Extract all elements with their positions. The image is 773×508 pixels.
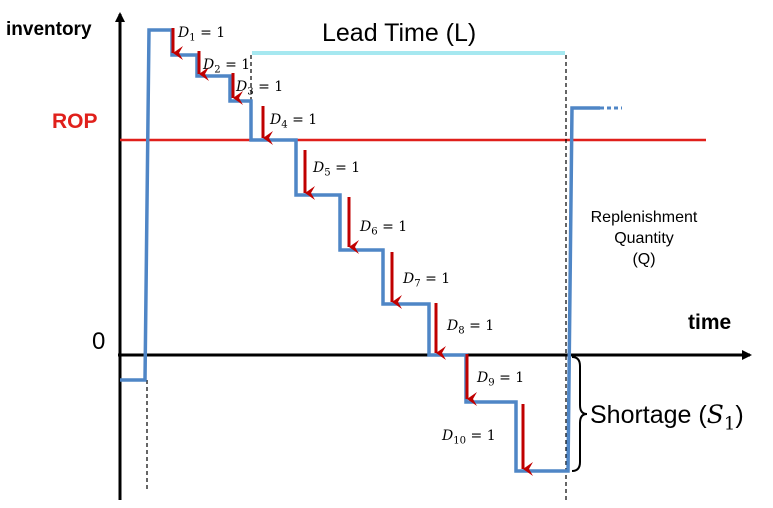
demand-sub: 8	[458, 325, 465, 337]
demand-sub: 4	[281, 119, 288, 131]
shortage-brace	[571, 356, 588, 472]
demand-eq: = 1	[195, 25, 226, 41]
demand-eq: = 1	[253, 79, 284, 95]
inventory-line	[120, 28, 600, 473]
demand-var: D	[203, 57, 215, 73]
demand-var: D	[313, 160, 325, 176]
demand-var: D	[477, 370, 489, 386]
demand-sub: 1	[189, 32, 196, 44]
replenishment-label: Replenishment Quantity (Q)	[576, 207, 712, 270]
demand-sub: 6	[371, 226, 378, 238]
shortage-subscript: 1	[723, 413, 736, 435]
demand-label-1: D1 = 1	[178, 25, 225, 44]
x-axis-label: time	[688, 311, 732, 334]
demand-sub: 5	[324, 167, 331, 179]
replenishment-line-2: Quantity	[614, 230, 674, 247]
demand-label-9: D9 = 1	[477, 370, 524, 389]
demand-label-7: D7 = 1	[403, 271, 450, 290]
demand-sub: 10	[453, 435, 467, 447]
demand-arrows	[171, 28, 533, 476]
demand-label-3: D3 = 1	[236, 79, 283, 98]
demand-var: D	[236, 79, 248, 95]
demand-eq: = 1	[377, 219, 408, 235]
demand-var: D	[403, 271, 415, 287]
demand-eq: = 1	[420, 271, 451, 287]
demand-label-8: D8 = 1	[447, 318, 494, 337]
demand-eq: = 1	[287, 112, 318, 128]
demand-sub: 3	[247, 86, 254, 98]
demand-var: D	[360, 219, 372, 235]
lead-time-label: Lead Time (L)	[322, 19, 477, 47]
zero-label: 0	[92, 328, 106, 355]
demand-var: D	[447, 318, 459, 334]
demand-sub: 7	[414, 278, 421, 290]
demand-eq: = 1	[466, 428, 496, 444]
demand-label-2: D2 = 1	[203, 57, 250, 76]
demand-sub: 2	[214, 64, 221, 76]
demand-label-10: D10 = 1	[442, 428, 496, 447]
rop-label: ROP	[52, 110, 98, 133]
demand-eq: = 1	[330, 160, 361, 176]
demand-var: D	[270, 112, 282, 128]
shortage-variable: S	[706, 400, 724, 429]
demand-eq: = 1	[494, 370, 525, 386]
demand-var: D	[178, 25, 190, 41]
demand-eq: = 1	[220, 57, 251, 73]
shortage-suffix: )	[735, 401, 744, 429]
demand-var: D	[442, 428, 454, 444]
replenishment-line-3: (Q)	[632, 251, 656, 268]
demand-sub: 9	[488, 377, 495, 389]
y-axis-label: inventory	[6, 19, 92, 40]
demand-label-6: D6 = 1	[360, 219, 407, 238]
demand-label-5: D5 = 1	[313, 160, 360, 179]
shortage-prefix: Shortage (	[590, 401, 707, 429]
demand-eq: = 1	[464, 318, 495, 334]
shortage-label: Shortage (S1)	[590, 400, 744, 434]
demand-label-4: D4 = 1	[270, 112, 317, 131]
replenishment-line-1: Replenishment	[590, 209, 698, 226]
